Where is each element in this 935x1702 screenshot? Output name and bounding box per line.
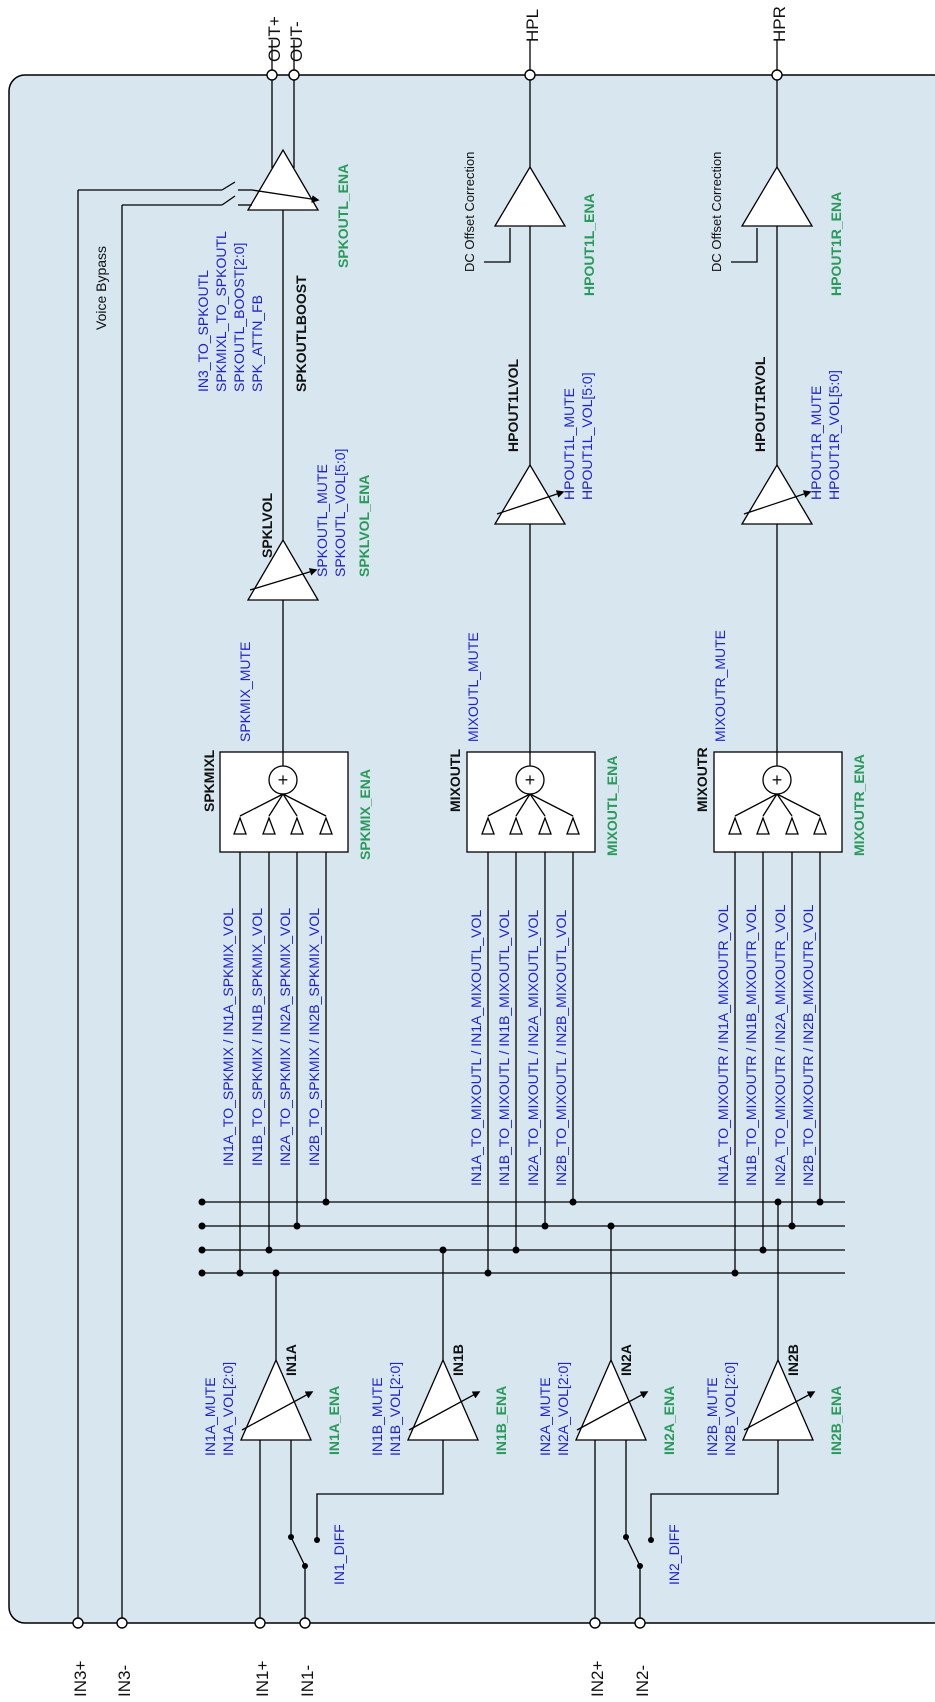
hpr-label: HPR	[770, 6, 789, 42]
hpout1r-dc-label: DC Offset Correction	[709, 152, 724, 272]
mixer-spkmixl: +	[219, 600, 349, 853]
in2-minus-label: IN2-	[633, 1665, 652, 1697]
mixer-feed-wires	[236, 836, 824, 1277]
out-minus-label: OUT-	[287, 21, 306, 62]
mixoutr-mute: MIXOUTR_MUTE	[712, 630, 728, 742]
voice-bypass-label: Voice Bypass	[93, 246, 109, 330]
svg-text:+: +	[525, 770, 536, 790]
pga-in1a-name: IN1A	[283, 1344, 299, 1376]
in3-plus-label: IN3+	[71, 1661, 90, 1697]
out-plus-label: OUT+	[265, 16, 284, 62]
in1-diff-label: IN1_DIFF	[331, 1524, 347, 1585]
pga-in2b-name: IN2B	[785, 1344, 801, 1376]
terminals	[72, 69, 783, 1629]
mixoutl-input-2: IN1B_TO_MIXOUTL / IN1B_MIXOUTL_VOL	[496, 910, 512, 1186]
spkoutl-enable: SPKOUTL_ENA	[335, 164, 351, 268]
pga-in1a-reg-2: IN1A_VOL[2:0]	[220, 1362, 236, 1456]
hpout1r-enable: HPOUT1R_ENA	[828, 192, 844, 296]
in1-diff-switch	[288, 1520, 320, 1623]
pga-in1b-reg-1: IN1B_MUTE	[369, 1377, 385, 1456]
mixer-mixoutl: +	[466, 524, 596, 853]
mixoutl-input-3: IN2A_TO_MIXOUTL / IN2A_MIXOUTL_VOL	[525, 910, 541, 1186]
pga-in1b-enable: IN1B_ENA	[493, 1386, 509, 1455]
hpout1r-vol-name: HPOUT1RVOL	[752, 356, 768, 452]
hpout1l-dc-label: DC Offset Correction	[462, 152, 477, 272]
hpout1l-enable: HPOUT1L_ENA	[581, 193, 597, 296]
in1-minus-label: IN1-	[298, 1665, 317, 1697]
spkmix-mute: SPKMIX_MUTE	[237, 642, 253, 742]
mixoutl-enable: MIXOUTL_ENA	[604, 756, 620, 856]
pga-in2a-enable: IN2A_ENA	[661, 1386, 677, 1455]
pga-in1b-name: IN1B	[450, 1344, 466, 1376]
spkmixl-name: SPKMIXL	[201, 749, 217, 812]
hpout1l-chain	[484, 40, 567, 525]
svg-text:+: +	[772, 770, 783, 790]
in1-plus-label: IN1+	[253, 1661, 272, 1697]
pga-to-bus-wires	[272, 1198, 782, 1360]
in2-diff-label: IN2_DIFF	[666, 1524, 682, 1585]
spklvol-enable: SPKLVOL_ENA	[356, 475, 372, 577]
pga-in2b-enable: IN2B_ENA	[828, 1386, 844, 1455]
in2-diff-switch	[623, 1520, 654, 1623]
in2-plus-label: IN2+	[588, 1661, 607, 1697]
mixoutr-enable: MIXOUTR_ENA	[851, 754, 867, 856]
mixoutl-mute: MIXOUTL_MUTE	[465, 632, 481, 742]
mixoutr-name: MIXOUTR	[694, 747, 710, 812]
svg-text:+: +	[278, 770, 289, 790]
spkoutl-boost-reg-3: SPKOUTL_BOOST[2:0]	[231, 243, 247, 392]
mixer-mixoutr: +	[713, 524, 843, 853]
hpout1l-vol-name: HPOUT1LVOL	[505, 358, 521, 452]
mixoutl-input-4: IN2B_TO_MIXOUTL / IN2B_MIXOUTL_VOL	[553, 910, 569, 1186]
spkoutl-boost-reg-1: IN3_TO_SPKOUTL	[195, 270, 211, 392]
spklvol-name: SPKLVOL	[259, 492, 275, 558]
spkmix-input-3: IN2A_TO_SPKMIX / IN2A_SPKMIX_VOL	[277, 908, 293, 1166]
pga-in1a-enable: IN1A_ENA	[326, 1386, 342, 1455]
mixoutr-input-1: IN1A_TO_MIXOUTR / IN1A_MIXOUTR_VOL	[715, 904, 731, 1186]
spkmix-enable: SPKMIX_ENA	[357, 769, 373, 860]
hpout1l-reg-2: HPOUT1L_VOL[5:0]	[579, 372, 595, 500]
pga-in2b	[650, 1358, 816, 1540]
hpout1r-chain	[731, 40, 814, 525]
pga-in1b	[316, 1358, 481, 1540]
pga-in2a	[575, 1358, 649, 1623]
spkmix-input-2: IN1B_TO_SPKMIX / IN1B_SPKMIX_VOL	[249, 908, 265, 1166]
hpout1l-reg-1: HPOUT1L_MUTE	[561, 388, 577, 500]
spkmix-input-1: IN1A_TO_SPKMIX / IN1A_SPKMIX_VOL	[220, 908, 236, 1166]
mixoutl-input-1: IN1A_TO_MIXOUTL / IN1A_MIXOUTL_VOL	[468, 910, 484, 1186]
spkoutl-boost-reg-2: SPKMIXL_TO_SPKOUTL	[213, 231, 229, 392]
spkmix-input-4: IN2B_TO_SPKMIX / IN2B_SPKMIX_VOL	[306, 908, 322, 1166]
spklvol-reg-2: SPKOUTL_VOL[5:0]	[332, 449, 348, 577]
mixoutr-input-3: IN2A_TO_MIXOUTR / IN2A_MIXOUTR_VOL	[772, 904, 788, 1186]
spklvol-reg-1: SPKOUTL_MUTE	[314, 464, 330, 577]
pga-in1b-reg-2: IN1B_VOL[2:0]	[387, 1362, 403, 1456]
spkoutl-boost-reg-4: SPK_ATTN_FB	[249, 295, 265, 392]
pga-in2a-name: IN2A	[618, 1344, 634, 1376]
pga-in2b-reg-2: IN2B_VOL[2:0]	[722, 1362, 738, 1456]
in3-minus-label: IN3-	[115, 1665, 134, 1697]
pga-in1a	[240, 1358, 314, 1623]
voice-bypass-wires	[77, 181, 252, 1623]
spklvol-pga	[246, 210, 320, 601]
mixoutl-name: MIXOUTL	[447, 749, 463, 812]
spkoutl-boost	[246, 40, 320, 211]
hpout1r-reg-2: HPOUT1R_VOL[5:0]	[826, 370, 842, 500]
pga-in2a-reg-1: IN2A_MUTE	[537, 1377, 553, 1456]
pga-in1a-reg-1: IN1A_MUTE	[202, 1377, 218, 1456]
spkoutl-boost-name: SPKOUTLBOOST	[293, 275, 309, 392]
pga-in2b-reg-1: IN2B_MUTE	[704, 1377, 720, 1456]
mixoutr-input-4: IN2B_TO_MIXOUTR / IN2B_MIXOUTR_VOL	[800, 904, 816, 1186]
mixoutr-input-2: IN1B_TO_MIXOUTR / IN1B_MIXOUTR_VOL	[743, 904, 759, 1186]
pga-in2a-reg-2: IN2A_VOL[2:0]	[555, 1362, 571, 1456]
hpl-label: HPL	[523, 9, 542, 42]
hpout1r-reg-1: HPOUT1R_MUTE	[808, 386, 824, 500]
